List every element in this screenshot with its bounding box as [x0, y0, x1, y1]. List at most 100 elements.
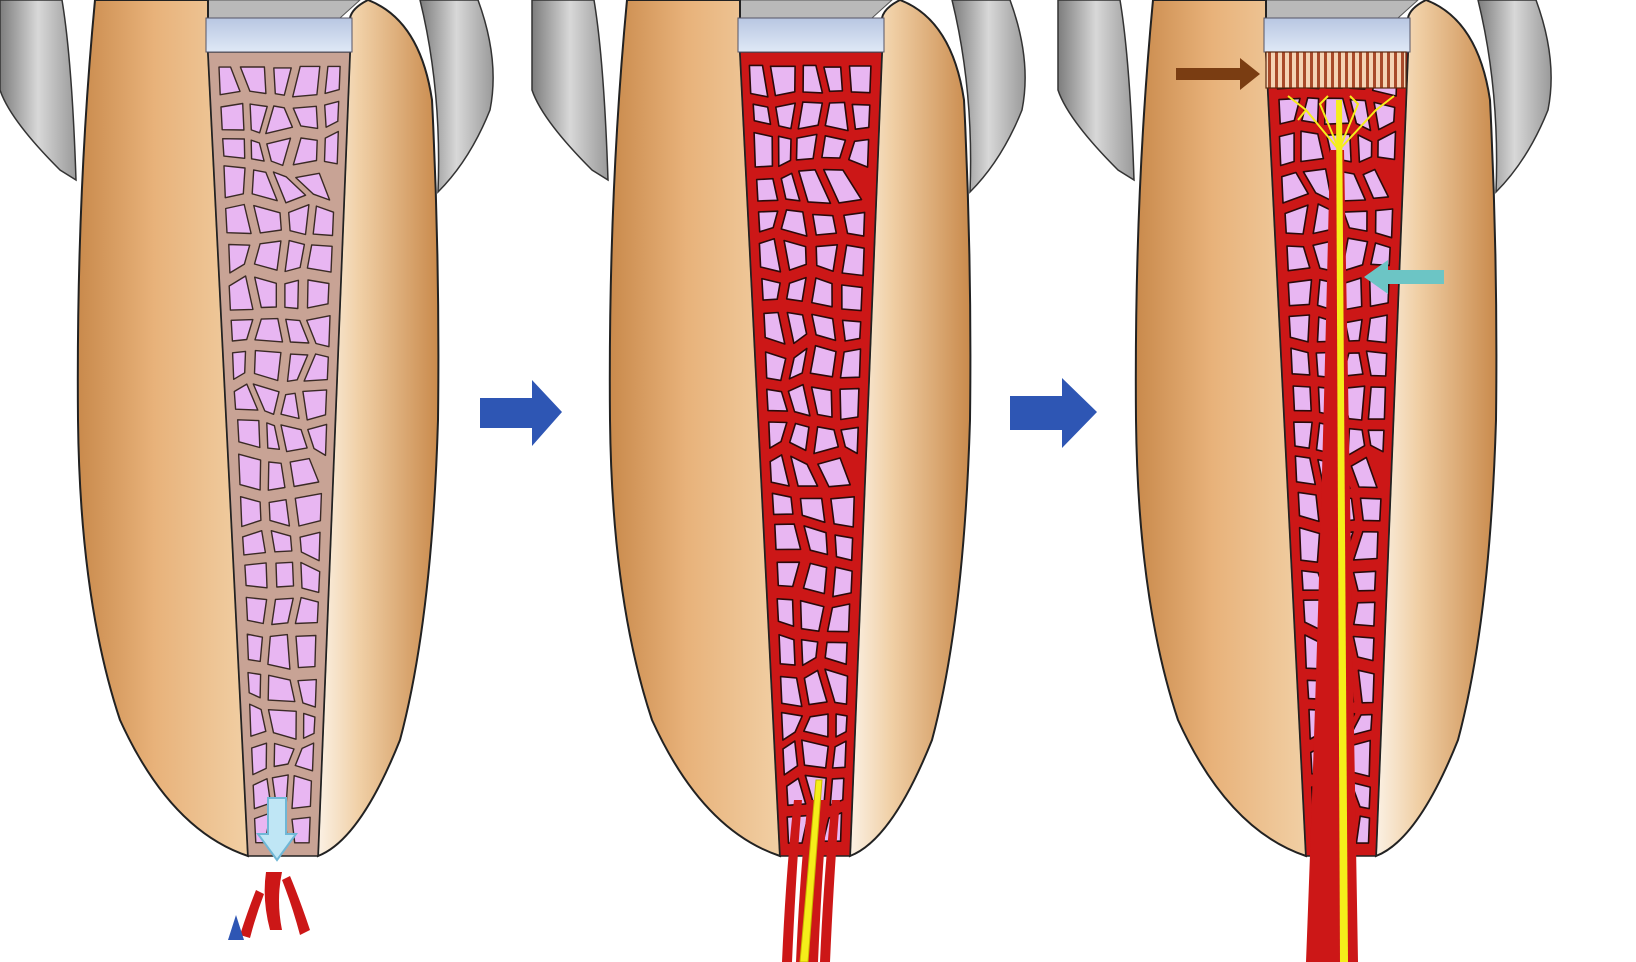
coronal-cap [1263, 17, 1411, 53]
pulp-cell [303, 353, 329, 382]
dentin-left-wall [608, 0, 782, 858]
pulp-cell [841, 319, 862, 342]
pulp-cell [250, 139, 265, 162]
pulp-cell [1284, 204, 1309, 235]
pulp-cell [1366, 314, 1388, 344]
nerve-branch [1318, 95, 1340, 151]
pulp-cell [284, 239, 306, 273]
pulp-cell [231, 350, 247, 380]
pulp-cell [271, 597, 294, 626]
pulp-cell [801, 739, 829, 769]
pulp-cell [822, 168, 863, 204]
pulp-cell [306, 244, 333, 273]
pulp-cell [848, 138, 870, 168]
gingiva-right [419, 0, 494, 194]
pulp-cell [841, 284, 863, 312]
pulp-cell [1290, 347, 1311, 376]
progress-arrow-1 [480, 380, 562, 446]
pulp-cell [272, 171, 307, 204]
progress-arrow-2 [1010, 378, 1097, 448]
pulp-cell [1342, 210, 1368, 232]
pulp-cell [246, 633, 264, 663]
crown-remnant [204, 0, 361, 19]
pulp-cell [1288, 314, 1311, 343]
pulp-cell [813, 426, 840, 455]
pulp-cell [265, 105, 294, 135]
blue-vessel [228, 915, 244, 940]
pulp-cell [799, 599, 825, 632]
pulp-cell [811, 277, 833, 308]
panel-stage-2 [531, 0, 1026, 962]
pulp-cell [273, 67, 292, 96]
blood-vessel [782, 800, 802, 962]
pulp-cell [280, 392, 300, 420]
pulp-cell [1300, 130, 1325, 163]
pulp-cell [774, 523, 802, 551]
pulp-cell [268, 499, 291, 527]
pulp-cell [839, 387, 860, 421]
pulp-cell [841, 244, 865, 277]
pulp-cell [253, 204, 282, 234]
down-arrow-icon [256, 797, 298, 862]
pulp-cell [291, 816, 311, 844]
pulp-cell [1367, 429, 1385, 453]
pulp-cell [815, 244, 839, 272]
panel-stage-3 [1057, 0, 1552, 962]
right-arrow-icon [1010, 378, 1097, 448]
pulp-cell [1357, 134, 1373, 163]
nerve-fiber [799, 779, 823, 962]
apical-bleeding [228, 872, 310, 940]
pulp-cell [253, 349, 282, 382]
pulp-cell [811, 313, 837, 342]
pulp-cell [780, 172, 801, 202]
pulp-cell [1352, 635, 1375, 662]
pulp-cell [291, 775, 313, 810]
pulp-cell [302, 712, 316, 739]
pulp-cell [795, 133, 818, 161]
pulp-cell [1293, 421, 1313, 449]
pulp-cell [1350, 781, 1371, 810]
pulp-cell [324, 100, 340, 128]
pulp-cell [775, 102, 796, 130]
pulp-cell [275, 561, 295, 588]
pulp-cell [292, 105, 319, 130]
pulp-cell [779, 675, 803, 708]
pulp-cell [768, 421, 788, 449]
pulp-cell [267, 461, 286, 491]
pulp-cell [288, 204, 310, 236]
pulp-cell [831, 740, 847, 769]
pulp-cell [1281, 171, 1310, 204]
pulp-cell [764, 351, 787, 382]
pulp-cell [247, 671, 262, 699]
pulp-cell [1298, 526, 1321, 563]
seal-barrier [1265, 51, 1407, 89]
pulp-cell [1350, 456, 1378, 489]
main-nerve [1336, 100, 1348, 962]
pulp-cell [228, 243, 251, 274]
pulp-cell [802, 562, 828, 595]
pulp-cell [1278, 132, 1295, 167]
pulp-cell [776, 561, 801, 588]
pulp-cell [270, 530, 293, 553]
pulp-cell [306, 315, 331, 348]
pulp-cell [324, 65, 341, 95]
pulp-cell [239, 496, 262, 528]
pulp-cell [803, 713, 829, 738]
pulp-cell [251, 742, 268, 776]
pulp-cell [1373, 101, 1396, 131]
pulp-cell [295, 172, 331, 201]
pulp-cell [817, 457, 851, 488]
nerve-branch [1338, 95, 1360, 151]
pulp-cell [307, 423, 328, 457]
pulp-cell [780, 711, 803, 741]
right-arrow-icon [1176, 58, 1260, 90]
pulp-cell [776, 598, 795, 628]
pulp-cell [1365, 350, 1388, 377]
pulp-cell [233, 383, 259, 411]
pulp-cell [1355, 815, 1371, 844]
gingiva-left [1057, 0, 1135, 182]
pulp-cell [249, 703, 267, 737]
pulp-cell [783, 239, 807, 271]
pulp-cell [761, 277, 781, 301]
pulp-cell [763, 311, 786, 345]
